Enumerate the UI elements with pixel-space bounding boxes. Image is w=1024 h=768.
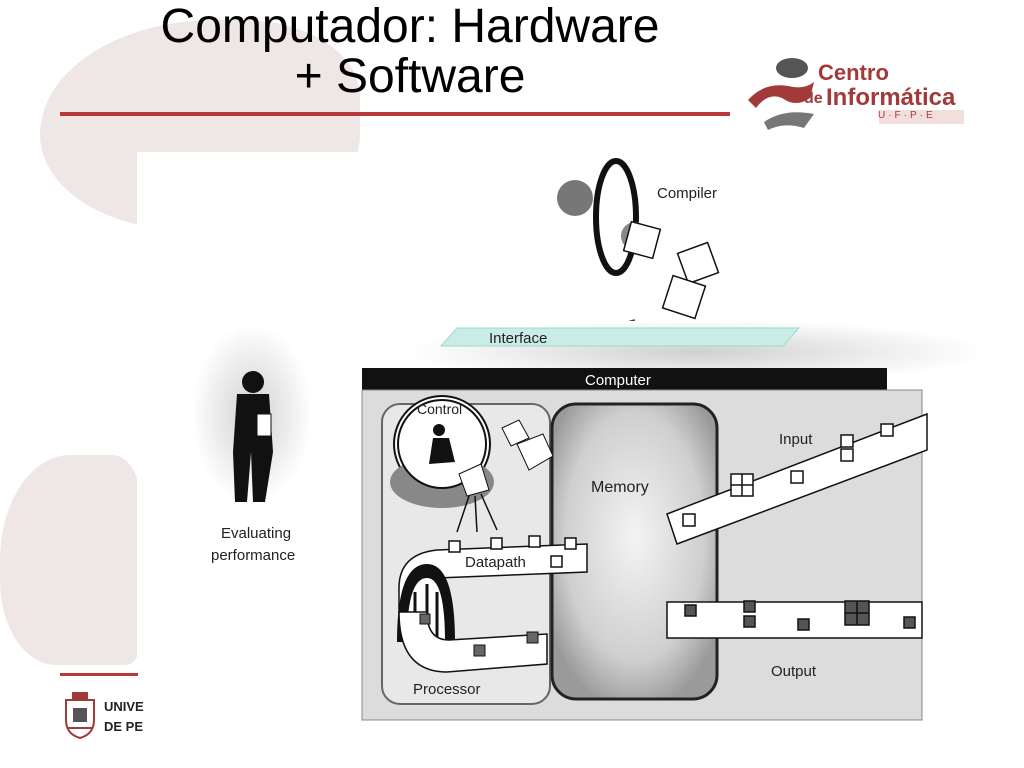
lower-path-packet	[473, 644, 486, 657]
logo-text-informatica: Informática	[826, 84, 956, 111]
compiler-ring	[557, 158, 649, 276]
logo-text-ufpe: U·F·P·E	[878, 110, 936, 121]
input-label: Input	[779, 431, 813, 448]
logo-text-centro: Centro	[818, 60, 889, 85]
computer-bar	[362, 368, 887, 390]
university-name-line2: DE PE	[104, 719, 144, 734]
evaluating-label-line1: Evaluating	[221, 525, 291, 542]
output-belt	[666, 601, 923, 639]
slide-title: Computador: Hardware + Software	[160, 2, 660, 102]
interface-label: Interface	[489, 330, 547, 347]
title-underline	[60, 112, 730, 116]
footer-rule	[60, 673, 138, 676]
memory-label: Memory	[591, 479, 649, 496]
control-label: Control	[417, 401, 462, 417]
computer-label: Computer	[585, 372, 651, 389]
slide-title-line1: Computador: Hardware	[160, 0, 660, 53]
lower-path-packet	[526, 631, 539, 644]
university-name-line1: UNIVE	[104, 699, 144, 714]
interface-strip	[439, 327, 801, 347]
logo-text-de: de	[804, 90, 823, 107]
person-figure-icon	[192, 324, 312, 504]
compiler-label: Compiler	[657, 185, 717, 202]
centro-informatica-logo	[748, 58, 964, 130]
output-label: Output	[771, 663, 817, 680]
background-shape-bottom	[0, 455, 140, 665]
university-crest-icon	[65, 692, 95, 740]
alu-packet	[419, 613, 431, 625]
processor-label: Processor	[413, 681, 481, 698]
university-name: UNIVE DE PE	[104, 697, 144, 737]
slide-title-line2: + Software	[294, 50, 526, 103]
datapath-packets	[448, 535, 577, 568]
computer-diagram: Compiler Interface Computer Memory Contr…	[137, 152, 977, 768]
evaluating-label-line2: performance	[211, 547, 295, 564]
input-packets	[682, 423, 894, 527]
lower-path	[398, 611, 548, 673]
datapath-label: Datapath	[465, 554, 526, 571]
control-unit	[390, 395, 554, 533]
